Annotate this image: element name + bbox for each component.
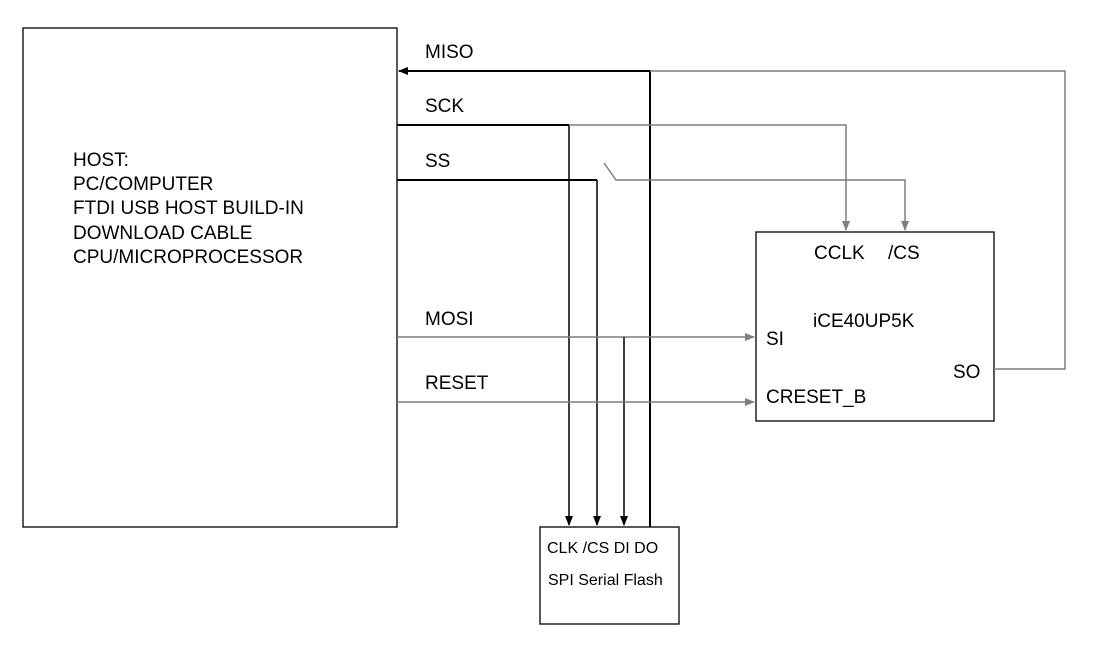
flash-pins-label: CLK /CS DI DO — [547, 540, 658, 557]
host-line-2: PC/COMPUTER — [73, 174, 213, 195]
host-box — [22, 27, 398, 528]
signal-label-mosi: MOSI — [425, 309, 474, 330]
fpga-pin-creset: CRESET_B — [766, 387, 866, 408]
signal-label-reset: RESET — [425, 373, 489, 394]
signal-label-miso: MISO — [425, 42, 474, 63]
miso-line — [398, 67, 651, 527]
fpga-pin-so: SO — [953, 362, 980, 383]
flash-box — [539, 526, 680, 625]
host-line-4: DOWNLOAD CABLE — [73, 223, 252, 244]
ss-switch-line — [603, 162, 909, 231]
so-feedback-line — [650, 70, 1066, 370]
flash-name: SPI Serial Flash — [548, 572, 663, 589]
sck-to-fpga-cclk — [569, 124, 850, 231]
fpga-block: CCLK /CS iCE40UP5K SI SO CRESET_B — [755, 231, 995, 422]
fpga-box — [755, 231, 995, 422]
signal-label-ss: SS — [425, 151, 450, 172]
signal-label-sck: SCK — [425, 96, 464, 117]
host-line-3: FTDI USB HOST BUILD-IN — [73, 198, 304, 219]
fpga-pin-si: SI — [766, 329, 784, 350]
fpga-name: iCE40UP5K — [813, 311, 915, 332]
host-line-1: HOST: — [73, 150, 129, 171]
host-block: HOST: PC/COMPUTER FTDI USB HOST BUILD-IN… — [22, 27, 398, 528]
fpga-pin-cclk: CCLK — [814, 243, 865, 264]
host-line-5: CPU/MICROPROCESSOR — [73, 247, 303, 268]
flash-block: CLK /CS DI DO SPI Serial Flash — [539, 526, 680, 625]
fpga-pin-cs: /CS — [888, 243, 920, 264]
